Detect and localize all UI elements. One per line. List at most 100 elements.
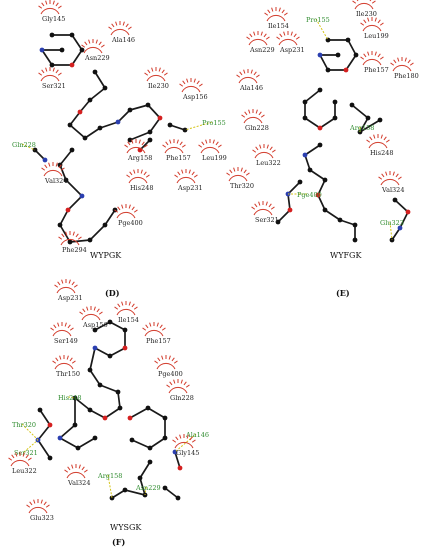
hydrophobic-contact-arc [380,178,400,186]
ligand-bond [304,144,321,156]
hydrophobic-contact-spoke [369,136,373,141]
ligand-bond [84,127,101,139]
ligand-atom [397,225,403,231]
hydrophobic-contact-spoke [111,23,115,28]
ligand-bond [77,437,96,449]
residue-label: Phe157 [166,154,191,162]
hydrophobic-contact-spoke [117,303,121,308]
hydrophobic-contact-spoke [409,62,414,66]
residue-label: Glu323 [30,514,54,522]
hydrophobic-contact-spoke [65,231,68,236]
hydrophobic-contact-spoke [55,69,59,74]
ligand-atom [65,207,71,213]
ligand-bond [104,209,116,226]
residue-label: Leu199 [202,154,227,162]
hydrophobic-contact-spoke [60,167,65,171]
residue-label: Val324 [44,177,67,185]
hydrophobic-contact-spoke [72,231,75,236]
ligand-atom [377,117,383,123]
residue-label: Thr320 [230,182,254,190]
ligand-atom [302,115,308,121]
hydrophobic-contact-arc [28,506,48,514]
ligand-bond [129,131,151,141]
hydrophobic-contact-spoke [61,279,64,284]
hydrophobic-contact-spoke [140,169,143,174]
hydrophobic-contact-spoke [407,59,411,64]
hydrophobic-contact-spoke [121,301,124,306]
hydrophobic-contact-spoke [121,204,124,209]
hydrophobic-contact-spoke [44,164,48,169]
hydrophobic-contact-arc [52,329,72,337]
ligand-bond [89,347,96,371]
ligand-bond [94,347,111,357]
hydrophobic-contact-spoke [263,33,267,38]
hydrophobic-contact-spoke [83,469,88,473]
ligand-atom [332,115,338,121]
hydrophobic-contact-spoke [269,146,273,151]
hydrophobic-contact-spoke [250,69,253,74]
hydrophobic-contact-spoke [52,67,55,72]
ligand-bond [394,199,409,213]
hydrophobic-contact-spoke [128,301,131,306]
ligand-name: WYPGK [90,251,122,260]
hydrophobic-contact-spoke [98,41,102,46]
ligand-atom [162,485,168,491]
residue-label: Asn229 [249,46,275,54]
ligand-bond [287,193,291,211]
hydrophobic-contact-spoke [144,72,149,76]
hydrophobic-contact-spoke [156,322,159,327]
hydrophobic-contact-arc [176,176,196,184]
hydrogen-bond [21,143,36,151]
hydrophobic-contact-spoke [66,355,69,360]
hydrophobic-contact-spoke [33,499,36,504]
ligand-bond [37,439,51,459]
hydrophobic-contact-spoke [54,284,59,288]
hydrophobic-contact-spoke [158,67,161,72]
residue-label: Pro155 [306,16,330,24]
ligand-bond [94,321,111,331]
hydrophobic-contact-spoke [162,144,167,148]
hydrophobic-contact-arc [54,362,74,370]
residue-label: Ile154 [268,22,289,30]
ligand-bond [124,489,146,496]
ligand-atom [337,217,343,223]
hydrophobic-contact-spoke [246,36,251,40]
hydrophobic-contact-spoke [143,144,148,148]
hydrophobic-contact-spoke [249,33,253,38]
ligand-bond [317,194,326,211]
hydrophobic-contact-spoke [392,171,395,176]
hydrophobic-contact-spoke [369,0,372,2]
hydrophobic-contact-spoke [117,206,121,211]
hydrophobic-contact-spoke [57,5,62,9]
ligand-bond [287,181,301,195]
hydrophobic-contact-spoke [48,162,51,167]
hydrophobic-contact-arc [354,2,374,10]
ligand-atom [82,135,88,141]
ligand-atom [315,192,321,198]
ligand-atom [42,157,48,163]
residue-label: Asn229 [135,484,161,492]
residue-label: Asp156 [182,93,208,101]
hydrophobic-contact-spoke [181,144,186,148]
hydrophobic-contact-spoke [52,360,57,364]
ligand-atom [92,69,98,75]
ligand-atom [177,465,183,471]
hydrophobic-contact-spoke [114,209,119,213]
ligand-atom [127,137,133,143]
hydrophobic-contact-spoke [88,39,91,44]
hydrophobic-contact-spoke [166,384,171,388]
hydrophobic-contact-arc [144,329,164,337]
ligand-bond [65,179,83,197]
hydrophobic-contact-spoke [69,357,73,362]
hydrophobic-contact-spoke [185,384,190,388]
hydrophobic-contact-spoke [122,21,125,26]
hydrophobic-contact-spoke [59,355,62,360]
ligand-bond [339,219,356,226]
hydrophobic-contact-spoke [173,360,178,364]
hydrophobic-contact-spoke [127,141,131,146]
hydrophobic-contact-spoke [393,59,397,64]
ligand-atom [147,459,153,465]
hydrophobic-contact-spoke [64,469,69,473]
hydrophobic-contact-spoke [124,144,129,148]
